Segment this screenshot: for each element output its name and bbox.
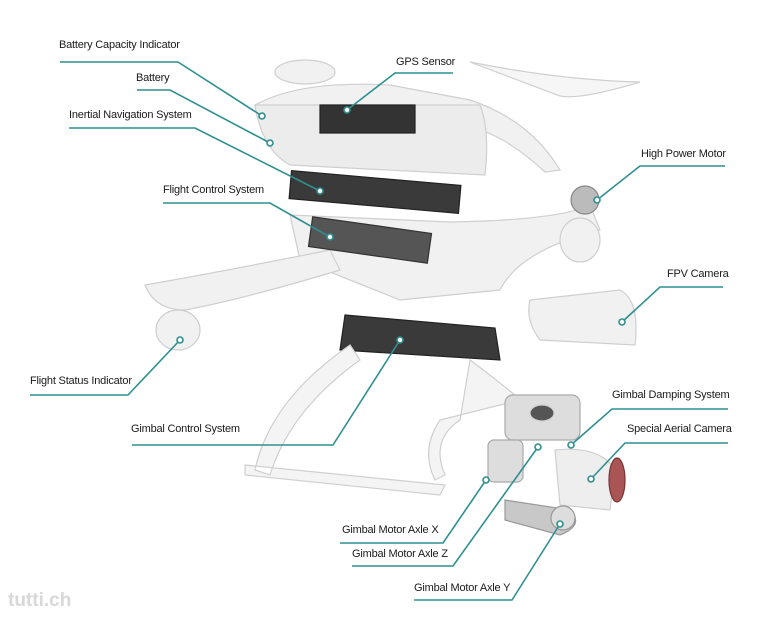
leader-dot-fpv-camera <box>618 318 626 326</box>
rear-propeller-mount <box>274 59 336 85</box>
battery-body <box>254 104 488 176</box>
leader-line-inertial-navigation-system <box>69 127 321 192</box>
watermark: tutti.ch <box>8 590 72 611</box>
leader-dot-battery-capacity-indicator <box>258 112 266 120</box>
leader-line-special-aerial-camera <box>590 442 728 480</box>
label-fpv-camera: FPV Camera <box>667 268 729 280</box>
middle-frame <box>289 204 601 301</box>
gimbal-control-board <box>339 314 501 361</box>
leader-dot-flight-control-system <box>326 233 334 241</box>
gps-module <box>319 104 416 134</box>
leader-dot-special-aerial-camera <box>587 475 595 483</box>
label-gimbal-motor-axle-y: Gimbal Motor Axle Y <box>414 582 511 594</box>
landing-gear <box>244 344 522 496</box>
leader-line-battery <box>137 89 271 144</box>
leader-line-battery-capacity-indicator <box>60 61 263 117</box>
label-inertial-navigation-system: Inertial Navigation System <box>69 109 192 121</box>
leader-dot-gps-sensor <box>343 106 351 114</box>
label-high-power-motor: High Power Motor <box>641 148 726 160</box>
aerial-camera-lens <box>608 457 626 503</box>
leader-line-flight-status-indicator <box>30 339 181 396</box>
flight-control-board <box>307 216 433 264</box>
leader-dot-gimbal-motor-axle-x <box>482 476 490 484</box>
front-propeller <box>469 61 641 98</box>
leader-line-gimbal-motor-axle-z <box>352 446 539 567</box>
gimbal-motor-x <box>487 439 524 483</box>
label-flight-status-indicator: Flight Status Indicator <box>30 375 132 387</box>
label-gps-sensor: GPS Sensor <box>396 56 456 68</box>
leader-line-gimbal-motor-axle-y <box>414 523 561 601</box>
leader-dot-flight-status-indicator <box>176 336 184 344</box>
label-battery-capacity-indicator: Battery Capacity Indicator <box>59 39 180 51</box>
front-motor-housing <box>559 217 601 263</box>
leader-dot-gimbal-motor-axle-y <box>556 520 564 528</box>
leader-line-fpv-camera <box>621 286 723 323</box>
label-gimbal-control-system: Gimbal Control System <box>131 423 240 435</box>
gimbal-damping-hole <box>529 404 555 422</box>
label-flight-control-system: Flight Control System <box>163 184 264 196</box>
imu-board <box>288 169 462 215</box>
rear-motor-housing <box>155 309 201 351</box>
leader-dot-inertial-navigation-system <box>316 187 324 195</box>
leader-dot-gimbal-control-system <box>396 336 404 344</box>
leader-dot-gimbal-damping-system <box>567 441 575 449</box>
label-battery: Battery <box>136 72 170 84</box>
leader-dot-gimbal-motor-axle-z <box>534 443 542 451</box>
leader-dot-battery <box>266 139 274 147</box>
leader-line-gimbal-motor-axle-x <box>340 479 487 544</box>
label-gimbal-motor-axle-z: Gimbal Motor Axle Z <box>352 548 448 560</box>
aerial-camera-body <box>554 448 616 511</box>
rear-arm <box>144 249 341 311</box>
leader-line-gimbal-damping-system <box>570 408 728 446</box>
leader-line-flight-control-system <box>163 202 331 238</box>
leader-line-high-power-motor <box>596 165 725 201</box>
label-gimbal-damping-system: Gimbal Damping System <box>612 389 730 401</box>
label-gimbal-motor-axle-x: Gimbal Motor Axle X <box>342 524 439 536</box>
gimbal-motor-y <box>550 505 576 531</box>
leader-line-gps-sensor <box>346 72 453 111</box>
fpv-camera-body <box>528 289 637 346</box>
leader-line-gimbal-control-system <box>132 339 401 446</box>
leader-dot-high-power-motor <box>593 196 601 204</box>
label-special-aerial-camera: Special Aerial Camera <box>627 423 732 435</box>
